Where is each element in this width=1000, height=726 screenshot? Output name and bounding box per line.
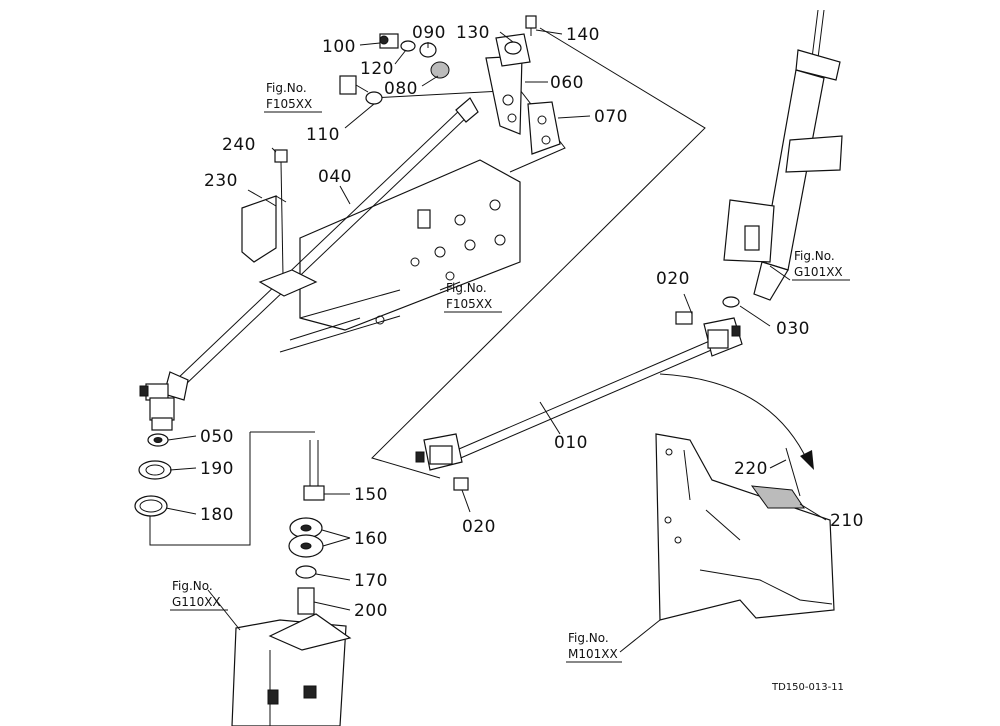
- fig-ref-f105-top-heading: Fig.No.: [266, 81, 307, 95]
- label-160: 160: [354, 529, 388, 549]
- label-190: 190: [200, 459, 234, 479]
- assembly-arrow: [659, 373, 809, 463]
- fig-ref-g110-code: G110XX: [172, 595, 221, 609]
- label-140: 140: [566, 25, 600, 45]
- label-100: 100: [322, 37, 356, 57]
- lower-left-bracket: [231, 613, 352, 726]
- label-200: 200: [354, 601, 388, 621]
- intermediate-shaft-010: [415, 311, 743, 491]
- grouping-lines: [149, 27, 706, 546]
- bearing-stack-left: [134, 433, 172, 517]
- label-090: 090: [412, 23, 446, 43]
- label-230: 230: [204, 171, 238, 191]
- part-labels: 100 090 120 080 110 130 140 060 070 240 …: [200, 23, 864, 621]
- label-210: 210: [830, 511, 864, 531]
- label-110: 110: [306, 125, 340, 145]
- label-120: 120: [360, 59, 394, 79]
- fig-ref-g110-heading: Fig.No.: [172, 579, 213, 593]
- label-040: 040: [318, 167, 352, 187]
- label-030: 030: [776, 319, 810, 339]
- fig-ref-m101-code: M101XX: [568, 647, 618, 661]
- fig-ref-f105-mid-code: F105XX: [446, 297, 492, 311]
- lower-right-frame: [655, 433, 835, 621]
- fig-ref-f105-mid-heading: Fig.No.: [446, 281, 487, 295]
- label-150: 150: [354, 485, 388, 505]
- label-050: 050: [200, 427, 234, 447]
- label-130: 130: [456, 23, 490, 43]
- assembly-arrowhead: [800, 450, 814, 470]
- label-170: 170: [354, 571, 388, 591]
- bracket-230: [241, 149, 318, 297]
- label-080: 080: [384, 79, 418, 99]
- lower-shaft-assembly: [288, 440, 325, 615]
- label-020-bottom: 020: [462, 517, 496, 537]
- fig-ref-g101-heading: Fig.No.: [794, 249, 835, 263]
- fig-ref-m101-heading: Fig.No.: [568, 631, 609, 645]
- steering-column: [722, 9, 843, 308]
- drawing-code: TD150-013-11: [771, 682, 844, 693]
- figure-references: Fig.No. F105XX Fig.No. F105XX Fig.No. G1…: [170, 81, 850, 663]
- fig-ref-g101-code: G101XX: [794, 265, 843, 279]
- steering-shaft-040: [139, 97, 479, 431]
- label-020-top: 020: [656, 269, 690, 289]
- label-240: 240: [222, 135, 256, 155]
- label-180: 180: [200, 505, 234, 525]
- label-220: 220: [734, 459, 768, 479]
- label-060: 060: [550, 73, 584, 93]
- label-010: 010: [554, 433, 588, 453]
- frame-plate: [279, 159, 521, 353]
- bracket-cluster-top: [339, 15, 561, 155]
- fig-ref-f105-top-code: F105XX: [266, 97, 312, 111]
- label-070: 070: [594, 107, 628, 127]
